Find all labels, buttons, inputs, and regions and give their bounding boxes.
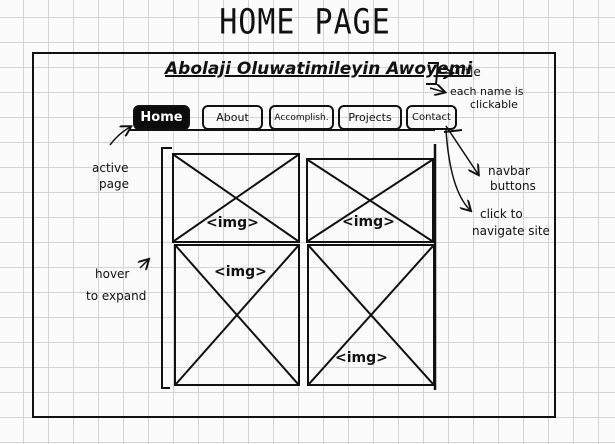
page-title: HOME PAGE — [219, 2, 391, 43]
annotation-hover-1: hover — [95, 267, 130, 281]
annotation-active-1: active — [92, 161, 129, 175]
image-cross-icon — [308, 160, 432, 241]
annotation-title: Title — [455, 65, 481, 79]
annotation-active-2: page — [99, 177, 129, 191]
image-label: <img> — [335, 350, 388, 366]
annotation-hover-2: to expand — [86, 289, 147, 303]
image-label: <img> — [342, 214, 395, 230]
image-label: <img> — [214, 264, 267, 280]
annotation-each-name-1: each name is — [450, 85, 524, 98]
site-title[interactable]: Abolaji Oluwatimileyin Awoyemi — [165, 59, 473, 79]
website-frame — [32, 52, 556, 418]
image-cross-icon — [174, 155, 298, 241]
image-placeholder-1[interactable]: <img> — [172, 153, 300, 243]
annotation-click-1: click to — [480, 207, 523, 221]
navbar-underline — [130, 129, 435, 131]
annotation-click-2: navigate site — [472, 224, 550, 238]
image-label: <img> — [206, 215, 259, 231]
image-cross-icon — [176, 246, 298, 384]
annotation-navbar-1: navbar — [488, 164, 530, 178]
annotation-navbar-2: buttons — [490, 179, 536, 193]
annotation-each-name-2: clickable — [470, 98, 518, 111]
image-placeholder-4[interactable]: <img> — [307, 244, 435, 386]
image-cross-icon — [309, 246, 433, 384]
grid-bracket — [161, 144, 437, 390]
image-placeholder-2[interactable]: <img> — [306, 158, 434, 243]
image-placeholder-3[interactable]: <img> — [174, 244, 300, 386]
